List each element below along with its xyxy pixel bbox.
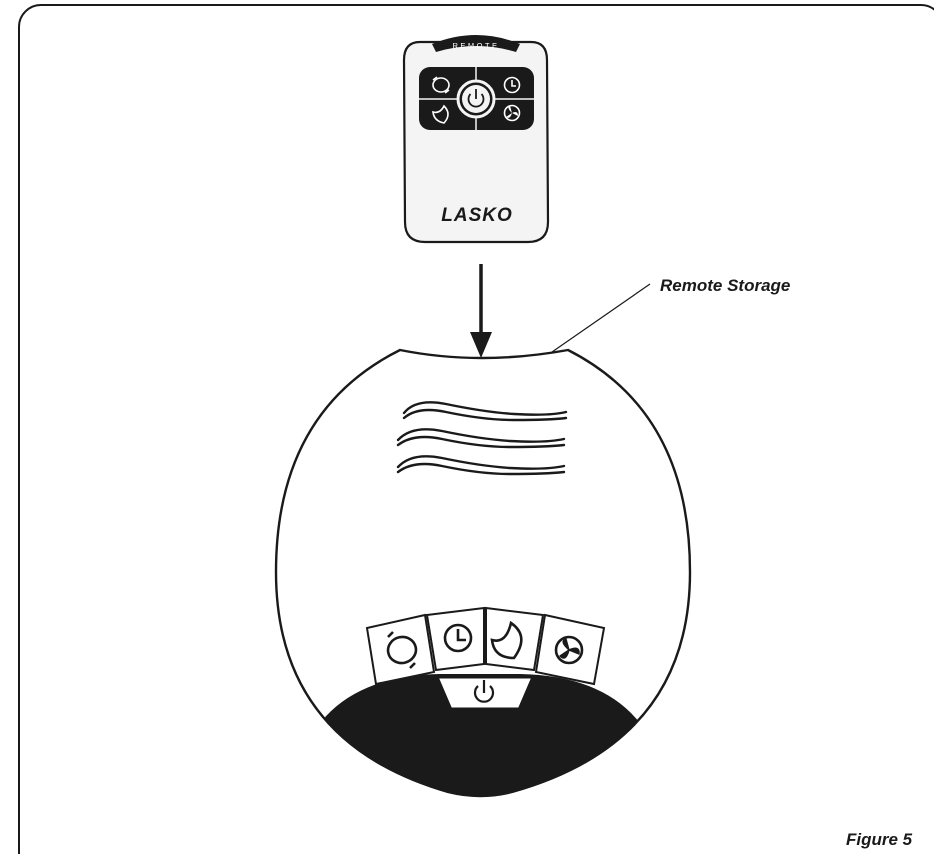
heater-control-panel bbox=[365, 606, 606, 708]
figure-caption: Figure 5 bbox=[846, 830, 913, 849]
panel-fan-speed-button[interactable] bbox=[534, 613, 606, 686]
remote-top-label: REMOTE bbox=[452, 41, 499, 50]
heater-body bbox=[274, 348, 692, 798]
panel-oscillation-button[interactable] bbox=[365, 613, 436, 686]
sleep-icon bbox=[432, 104, 449, 124]
fan-speed-icon bbox=[554, 635, 584, 665]
timer-icon bbox=[503, 76, 521, 94]
callout-leader-line bbox=[551, 283, 651, 353]
panel-power-button[interactable] bbox=[439, 678, 531, 708]
panel-sleep-button[interactable] bbox=[485, 606, 545, 672]
remote-control: REMOTE bbox=[402, 35, 550, 244]
remote-brand-logo: LASKO bbox=[441, 205, 513, 226]
remote-oscillation-button[interactable] bbox=[432, 76, 450, 94]
panel-timer-button[interactable] bbox=[425, 606, 485, 672]
heater-grille bbox=[396, 401, 568, 476]
remote-timer-button[interactable] bbox=[503, 76, 521, 94]
oscillation-icon bbox=[386, 631, 418, 669]
sleep-icon bbox=[490, 620, 523, 660]
remote-storage-callout: Remote Storage bbox=[660, 276, 791, 295]
fan-speed-icon bbox=[503, 104, 521, 122]
power-icon bbox=[467, 89, 485, 108]
oscillation-icon bbox=[432, 76, 450, 94]
power-icon bbox=[473, 680, 495, 703]
remote-fan-speed-button[interactable] bbox=[503, 104, 521, 122]
timer-icon bbox=[443, 623, 473, 653]
remote-power-button[interactable] bbox=[456, 79, 496, 119]
heater-outline bbox=[274, 348, 692, 798]
figure-frame bbox=[18, 4, 934, 854]
remote-sleep-button[interactable] bbox=[432, 104, 449, 124]
remote-top-cap bbox=[432, 35, 520, 52]
insertion-arrow bbox=[470, 264, 492, 358]
